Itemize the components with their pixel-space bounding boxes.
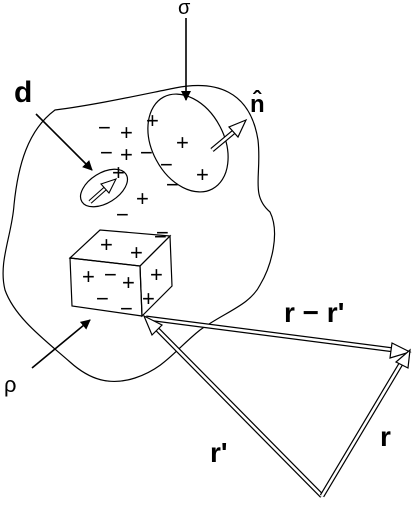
sigma-label: σ — [178, 0, 191, 19]
charge-sign: + — [122, 270, 135, 295]
charge-sign: − — [160, 152, 173, 177]
rho-label: ρ — [4, 372, 17, 397]
charge-sign: + — [142, 286, 155, 311]
charge-sign: + — [112, 160, 125, 185]
charge-sign: + — [176, 130, 189, 155]
charge-sign: − — [154, 224, 167, 249]
charge-sign: − — [100, 140, 113, 165]
dipole-ellipse — [79, 168, 129, 208]
body-outline — [2, 85, 276, 383]
charge-sign: + — [120, 120, 133, 145]
charge-sign: + — [196, 162, 209, 187]
charge-sign: − — [98, 115, 111, 140]
n-hat-label: n̂ — [250, 90, 265, 118]
r-minus-r-prime-label: r − r' — [284, 297, 344, 328]
charge-sign: + — [136, 186, 149, 211]
dipole-moment-arrow — [88, 178, 118, 204]
vector-r-prime — [142, 314, 324, 498]
volume-charge-cube — [68, 229, 173, 318]
d-label: d — [14, 76, 32, 109]
charge-sign: + — [82, 264, 95, 289]
charge-sign: + — [146, 108, 159, 133]
charge-sign: − — [116, 202, 129, 227]
vector-r-minus-r-prime — [145, 315, 412, 359]
charge-sign: + — [150, 262, 163, 287]
charge-sign: − — [156, 220, 169, 245]
d-arrow — [35, 113, 93, 171]
r-prime-label: r' — [210, 437, 228, 468]
charge-sign: − — [140, 140, 153, 165]
r-label: r — [380, 421, 391, 452]
charge-sign: + — [120, 142, 133, 167]
surface-charges: − + + − + − + − + + − + − − — [98, 108, 209, 245]
rho-arrow — [31, 319, 91, 369]
vector-r — [319, 348, 411, 498]
surface-charge-ellipse — [147, 93, 229, 193]
charge-sign: − — [120, 296, 133, 321]
charge-sign: − — [166, 172, 179, 197]
cube-charges: + + − + − + + − − + — [82, 224, 167, 321]
charge-sign: − — [96, 286, 109, 311]
charge-sign: + — [130, 240, 143, 265]
charge-sign: + — [100, 232, 113, 257]
normal-vector-arrow — [210, 118, 248, 152]
charge-sign: − — [104, 262, 117, 287]
